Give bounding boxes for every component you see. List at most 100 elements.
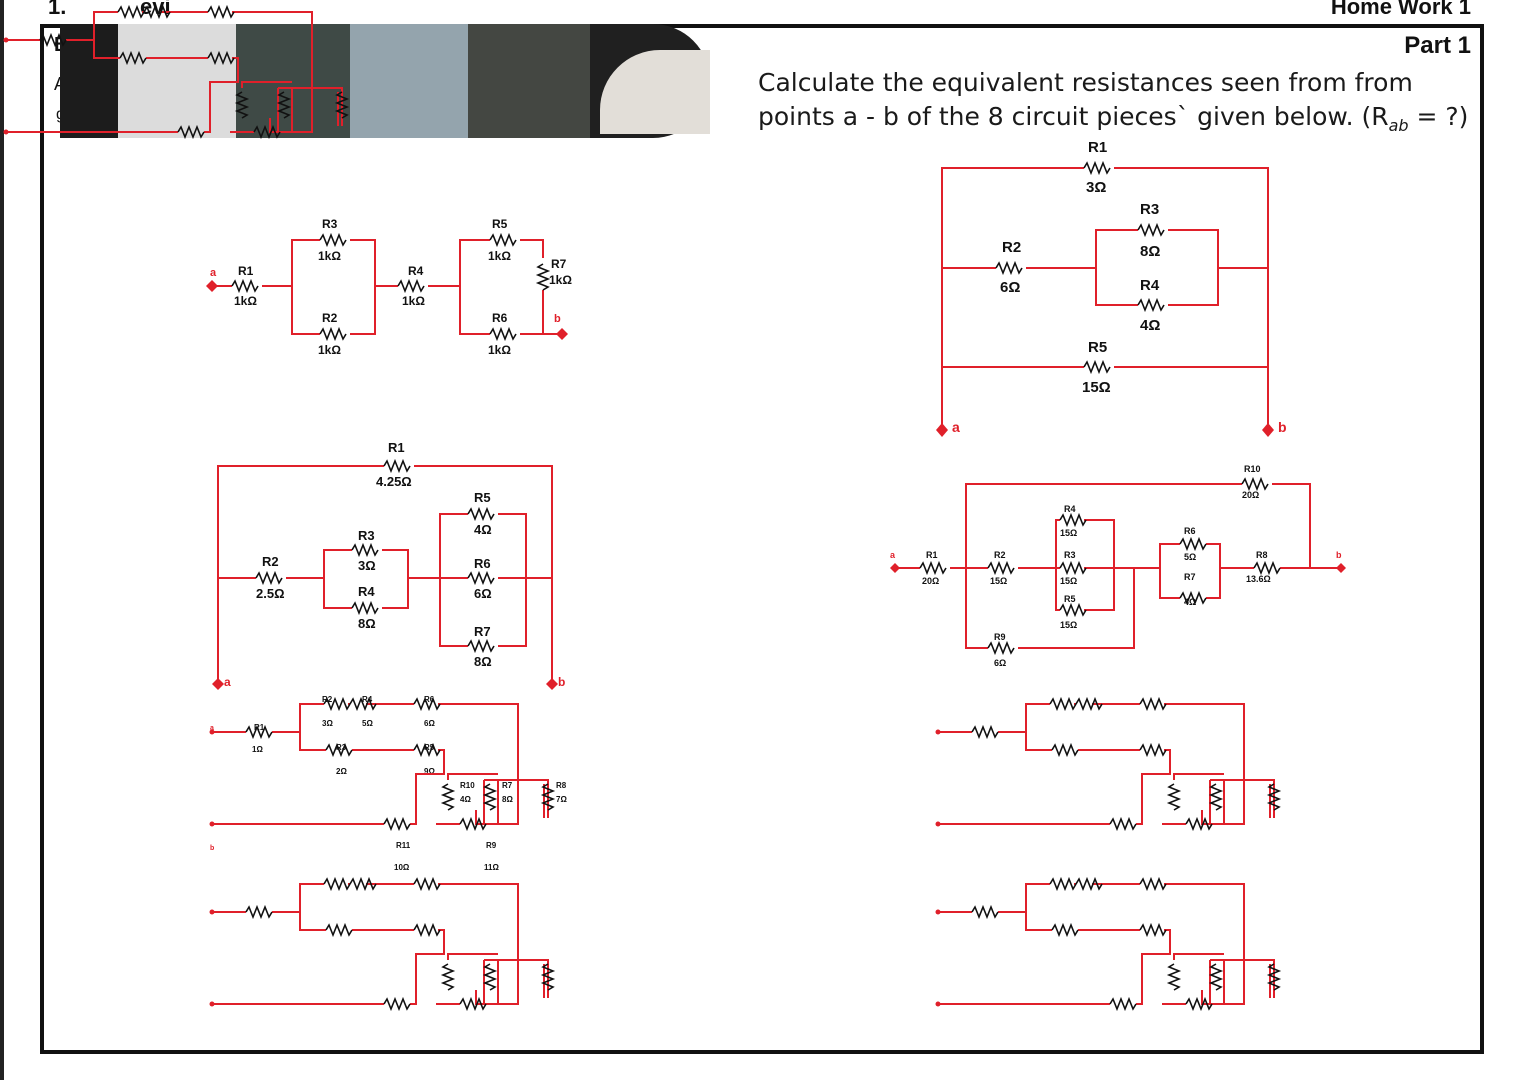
terminal-b-label: b <box>1336 550 1342 560</box>
l1-r8-name: R8 <box>556 781 567 790</box>
l1-r3-name: R3 <box>336 743 347 752</box>
terminal-b-label: b <box>210 845 214 852</box>
c3-r5-name: R5 <box>474 490 491 505</box>
c2-r2-name: R2 <box>1002 239 1021 256</box>
c2-r1-value: 3Ω <box>1086 179 1106 196</box>
l1-r7-name: R7 <box>502 781 513 790</box>
terminal-b <box>546 678 558 690</box>
c1-r3-name: R3 <box>322 217 338 231</box>
question-text: Calculate the equivalent resistances see… <box>758 68 1469 135</box>
c2-r3-value: 8Ω <box>1140 243 1160 260</box>
circuit-1: a b R1 1kΩ R3 1kΩ R2 1kΩ R4 1kΩ R5 1kΩ R… <box>206 217 572 357</box>
c4-r3-value: 15Ω <box>1060 576 1077 586</box>
terminal-b-label: b <box>1278 419 1287 435</box>
l1-r8-value: 7Ω <box>556 795 567 804</box>
c1-r2-name: R2 <box>322 311 338 325</box>
c3-r7-name: R7 <box>474 624 491 639</box>
c3-r6-value: 6Ω <box>474 586 492 601</box>
c1-r4-value: 1kΩ <box>402 294 425 308</box>
l1-r10-value: 4Ω <box>460 795 471 804</box>
l1-r4-value: 5Ω <box>362 719 373 728</box>
ladder-circuit-4 <box>936 879 1280 1009</box>
c3-r2-name: R2 <box>262 554 279 569</box>
terminal-b <box>1336 563 1346 573</box>
c4-r6-name: R6 <box>1184 526 1196 536</box>
ladder-circuit-3 <box>210 879 554 1009</box>
redaction-olive <box>468 24 598 138</box>
c4-r10-value: 20Ω <box>1242 490 1259 500</box>
c3-r4-name: R4 <box>358 584 375 599</box>
l1-r11-value: 10Ω <box>394 863 410 872</box>
c4-r8-value: 13.6Ω <box>1246 574 1271 584</box>
terminal-b-label: b <box>558 675 565 689</box>
c4-r5-value: 15Ω <box>1060 620 1077 630</box>
ladder-circuit-2 <box>936 699 1280 829</box>
c4-r6-value: 5Ω <box>1184 552 1196 562</box>
terminal-a-label: a <box>224 675 231 689</box>
l1-r11-name: R11 <box>396 841 411 850</box>
c2-r4-name: R4 <box>1140 277 1160 294</box>
circuit-4: a b R1 20Ω R2 15Ω R4 15Ω R3 15Ω R5 15Ω R… <box>890 464 1346 668</box>
c3-r6-name: R6 <box>474 556 491 571</box>
terminal-b-label: b <box>554 313 561 325</box>
ladder-circuit-1 <box>210 699 554 829</box>
c4-r4-name: R4 <box>1064 504 1076 514</box>
c2-r5-name: R5 <box>1088 339 1107 356</box>
c2-r5-value: 15Ω <box>1082 379 1111 396</box>
homework-title: Home Work 1 <box>1330 0 1471 19</box>
left-border <box>0 0 4 1080</box>
c3-r3-value: 3Ω <box>358 558 376 573</box>
part-label: Part 1 <box>1404 32 1471 59</box>
c3-r7-value: 8Ω <box>474 654 492 669</box>
c3-r1-name: R1 <box>388 440 405 455</box>
c2-r1-name: R1 <box>1088 139 1107 156</box>
l1-r2-value: 3Ω <box>322 719 333 728</box>
terminal-a-label: a <box>210 267 217 279</box>
l1-r9-value: 11Ω <box>484 863 499 872</box>
c1-r7-name: R7 <box>551 257 567 271</box>
ladder-circuit-1-labels: a b R1 1Ω R2 3Ω R4 5Ω R3 2Ω R6 6Ω R5 9Ω … <box>210 695 567 872</box>
terminal-a <box>890 563 900 573</box>
c1-r4-name: R4 <box>408 264 424 278</box>
redaction-dark <box>60 24 120 138</box>
l1-r9-name: R9 <box>486 841 497 850</box>
l1-r3-value: 2Ω <box>336 767 347 776</box>
terminal-a <box>212 678 224 690</box>
ladder-circuit-template <box>3 6 348 138</box>
c4-r1-name: R1 <box>926 550 938 560</box>
question-number: 1. <box>48 0 67 19</box>
c3-r3-name: R3 <box>358 528 375 543</box>
l1-r1-value: 1Ω <box>252 745 263 754</box>
c4-r4-value: 15Ω <box>1060 528 1077 538</box>
c4-r2-name: R2 <box>994 550 1006 560</box>
terminal-a-label: a <box>952 419 960 435</box>
c3-r2-value: 2.5Ω <box>256 586 285 601</box>
l1-r4-name: R4 <box>362 695 373 704</box>
c1-r1-value: 1kΩ <box>234 294 257 308</box>
terminal-a <box>206 280 218 292</box>
l1-r10-name: R10 <box>460 781 475 790</box>
c2-r3-name: R3 <box>1140 201 1159 218</box>
redaction-blue <box>350 24 468 138</box>
c1-r1-name: R1 <box>238 264 254 278</box>
c4-r2-value: 15Ω <box>990 576 1007 586</box>
c3-r4-value: 8Ω <box>358 616 376 631</box>
terminal-a-label: a <box>210 725 214 732</box>
c2-r4-value: 4Ω <box>1140 317 1160 334</box>
c4-r8-name: R8 <box>1256 550 1268 560</box>
c4-r9-name: R9 <box>994 632 1006 642</box>
l1-r7-value: 8Ω <box>502 795 513 804</box>
l1-r1-name: R1 <box>254 723 265 732</box>
c4-r3-name: R3 <box>1064 550 1076 560</box>
l1-r5-value: 9Ω <box>424 767 435 776</box>
c1-r5-name: R5 <box>492 217 508 231</box>
c4-r9-value: 6Ω <box>994 658 1006 668</box>
c1-r3-value: 1kΩ <box>318 249 341 263</box>
c2-r2-value: 6Ω <box>1000 279 1020 296</box>
c1-r2-value: 1kΩ <box>318 343 341 357</box>
c3-r5-value: 4Ω <box>474 522 492 537</box>
terminal-b <box>556 328 568 340</box>
c4-r7-name: R7 <box>1184 572 1196 582</box>
c3-r1-value: 4.25Ω <box>376 474 412 489</box>
